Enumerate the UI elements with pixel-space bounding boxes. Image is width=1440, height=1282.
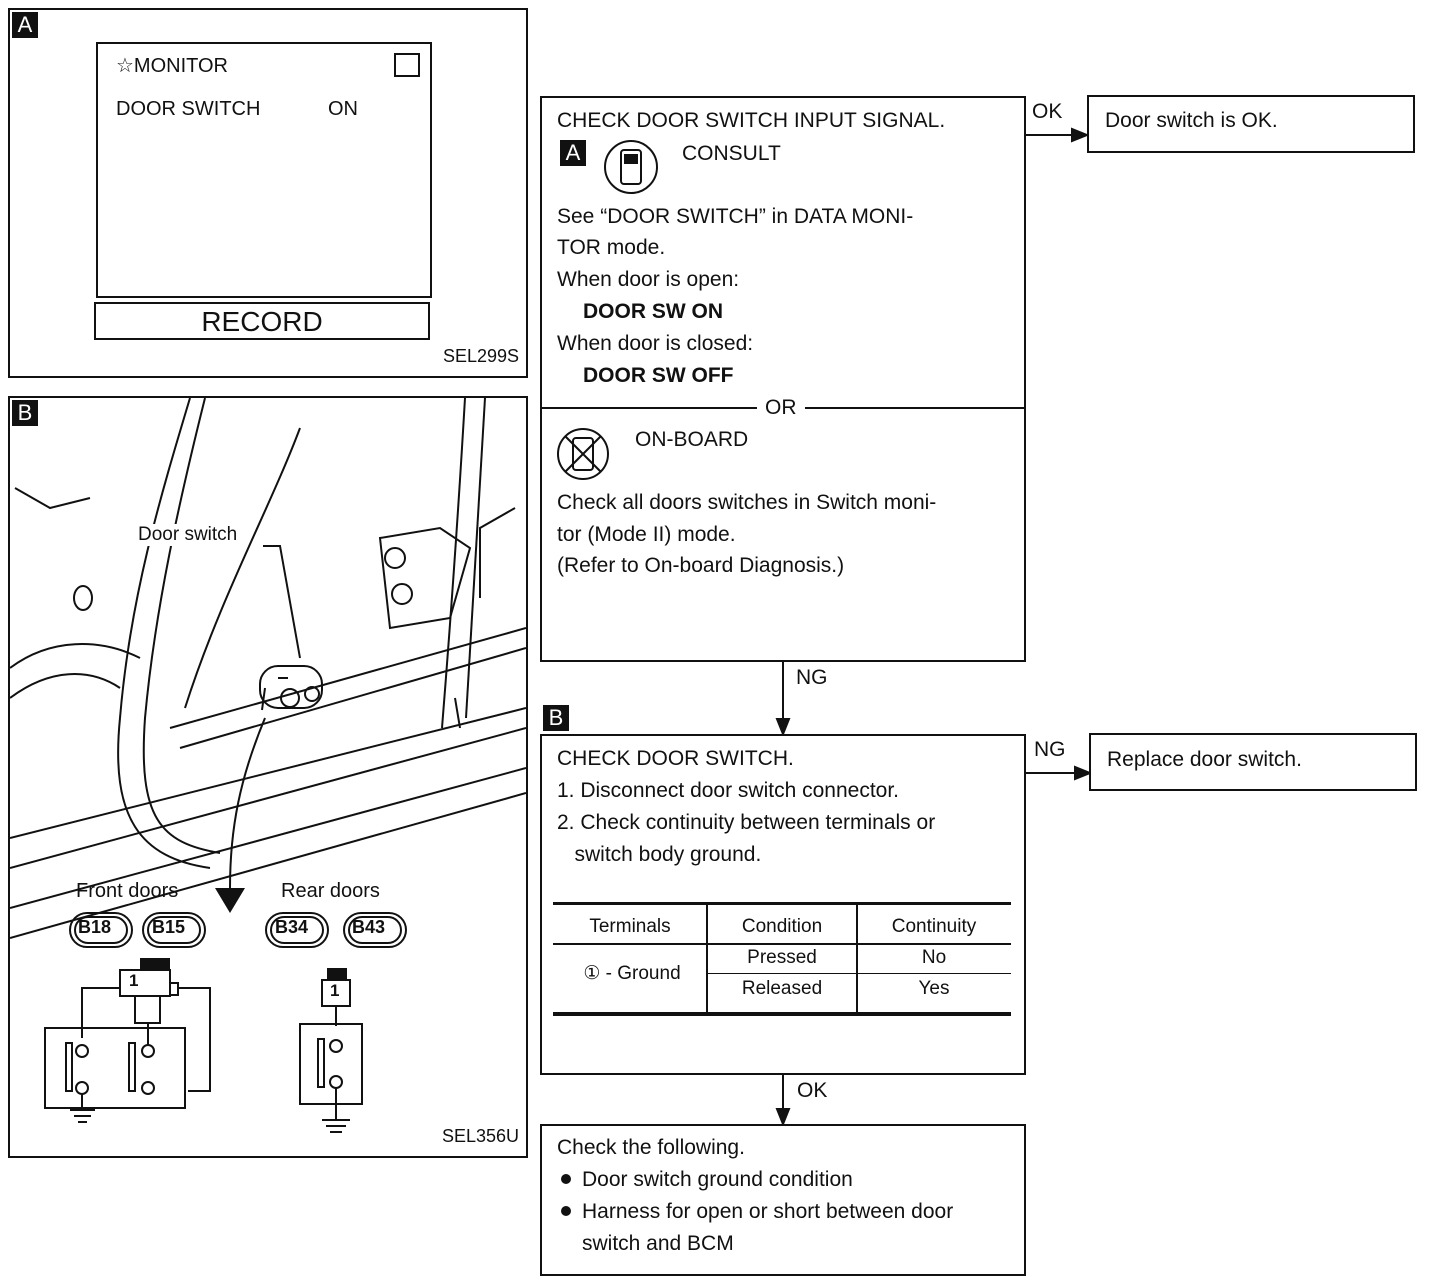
bullet-icon	[561, 1174, 571, 1184]
onboard-line-2: tor (Mode II) mode.	[557, 523, 736, 546]
or-label: OR	[757, 392, 805, 424]
step3-bullet-1: Door switch ground condition	[582, 1168, 853, 1191]
onboard-icon	[557, 428, 609, 480]
panel-b-tag: B	[12, 400, 38, 426]
monitor-title: ☆MONITOR	[116, 55, 229, 77]
header-continuity: Continuity	[891, 916, 977, 937]
onboard-line-1: Check all doors switches in Switch moni-	[557, 491, 937, 514]
step2-title: CHECK DOOR SWITCH.	[557, 747, 794, 770]
panel-a-code: SEL299S	[443, 346, 520, 366]
connector-b15: B15	[152, 917, 186, 937]
step2-tag: B	[543, 705, 569, 731]
panel-b	[8, 396, 528, 1158]
cell-condition-2: Released	[741, 978, 823, 999]
panel-a-tag: A	[12, 12, 38, 38]
monitor-checkbox-icon	[394, 53, 420, 77]
connector-b34: B34	[275, 917, 309, 937]
ok2-label: OK	[797, 1079, 828, 1102]
table-col-rule-2	[856, 902, 858, 1014]
front-doors-label: Front doors	[76, 880, 179, 902]
step2-line-3: switch body ground.	[557, 843, 762, 866]
cell-condition-1: Pressed	[747, 947, 817, 968]
step1-line-1: See “DOOR SWITCH” in DATA MONI-	[557, 205, 914, 228]
connector-b43: B43	[352, 917, 386, 937]
ng2-label: NG	[1034, 738, 1066, 761]
monitor-row-value: ON	[328, 98, 358, 120]
cell-continuity-2: Yes	[918, 978, 950, 999]
consult-label: CONSULT	[682, 142, 781, 165]
table-header-rule	[553, 943, 1011, 945]
continuity-table: Terminals Condition Continuity ① - Groun…	[553, 902, 1011, 1016]
closed-label: When door is closed:	[557, 332, 754, 355]
step3-bullet-2-cont: switch and BCM	[582, 1232, 734, 1255]
step3-box	[540, 1124, 1026, 1276]
door-illustration	[10, 398, 526, 1133]
result1-text: Door switch is OK.	[1105, 109, 1278, 132]
front-terminal-number: 1	[129, 971, 139, 990]
step1-line-2: TOR mode.	[557, 236, 666, 259]
ok1-label: OK	[1032, 100, 1063, 123]
record-button: RECORD	[94, 302, 430, 340]
open-value: DOOR SW ON	[583, 300, 723, 323]
bullet-icon	[561, 1206, 571, 1216]
step2-line-1: 1. Disconnect door switch connector.	[557, 779, 900, 802]
consult-icon	[604, 140, 658, 194]
result2-text: Replace door switch.	[1107, 748, 1302, 771]
header-terminals: Terminals	[589, 916, 671, 937]
step1-line-3: When door is open:	[557, 268, 740, 291]
rear-terminal-number: 1	[330, 981, 340, 1000]
cell-terminal: ① - Ground	[583, 963, 681, 984]
step1-tag: A	[560, 140, 586, 166]
table-row-rule	[707, 973, 1011, 974]
cell-continuity-1: No	[921, 947, 947, 968]
table-top-rule	[553, 902, 1011, 905]
onboard-label: ON-BOARD	[635, 428, 749, 451]
monitor-row-label: DOOR SWITCH	[116, 98, 261, 120]
table-bottom-rule	[553, 1012, 1011, 1016]
monitor-screen	[96, 42, 432, 298]
table-col-rule-1	[706, 902, 708, 1014]
door-switch-label: Door switch	[138, 524, 238, 546]
step1-title: CHECK DOOR SWITCH INPUT SIGNAL.	[557, 109, 946, 132]
panel-b-code: SEL356U	[442, 1126, 520, 1146]
record-label: RECORD	[201, 306, 323, 337]
header-condition: Condition	[741, 916, 823, 937]
rear-doors-label: Rear doors	[281, 880, 380, 902]
onboard-line-3: (Refer to On-board Diagnosis.)	[557, 554, 845, 577]
connector-b18: B18	[78, 917, 112, 937]
step2-line-2: 2. Check continuity between terminals or	[557, 811, 936, 834]
step3-title: Check the following.	[557, 1136, 745, 1159]
ng1-label: NG	[796, 666, 828, 689]
step3-bullet-2: Harness for open or short between door	[582, 1200, 954, 1223]
closed-value: DOOR SW OFF	[583, 364, 734, 387]
result2-box: Replace door switch.	[1089, 733, 1417, 791]
result1-box: Door switch is OK.	[1087, 95, 1415, 153]
